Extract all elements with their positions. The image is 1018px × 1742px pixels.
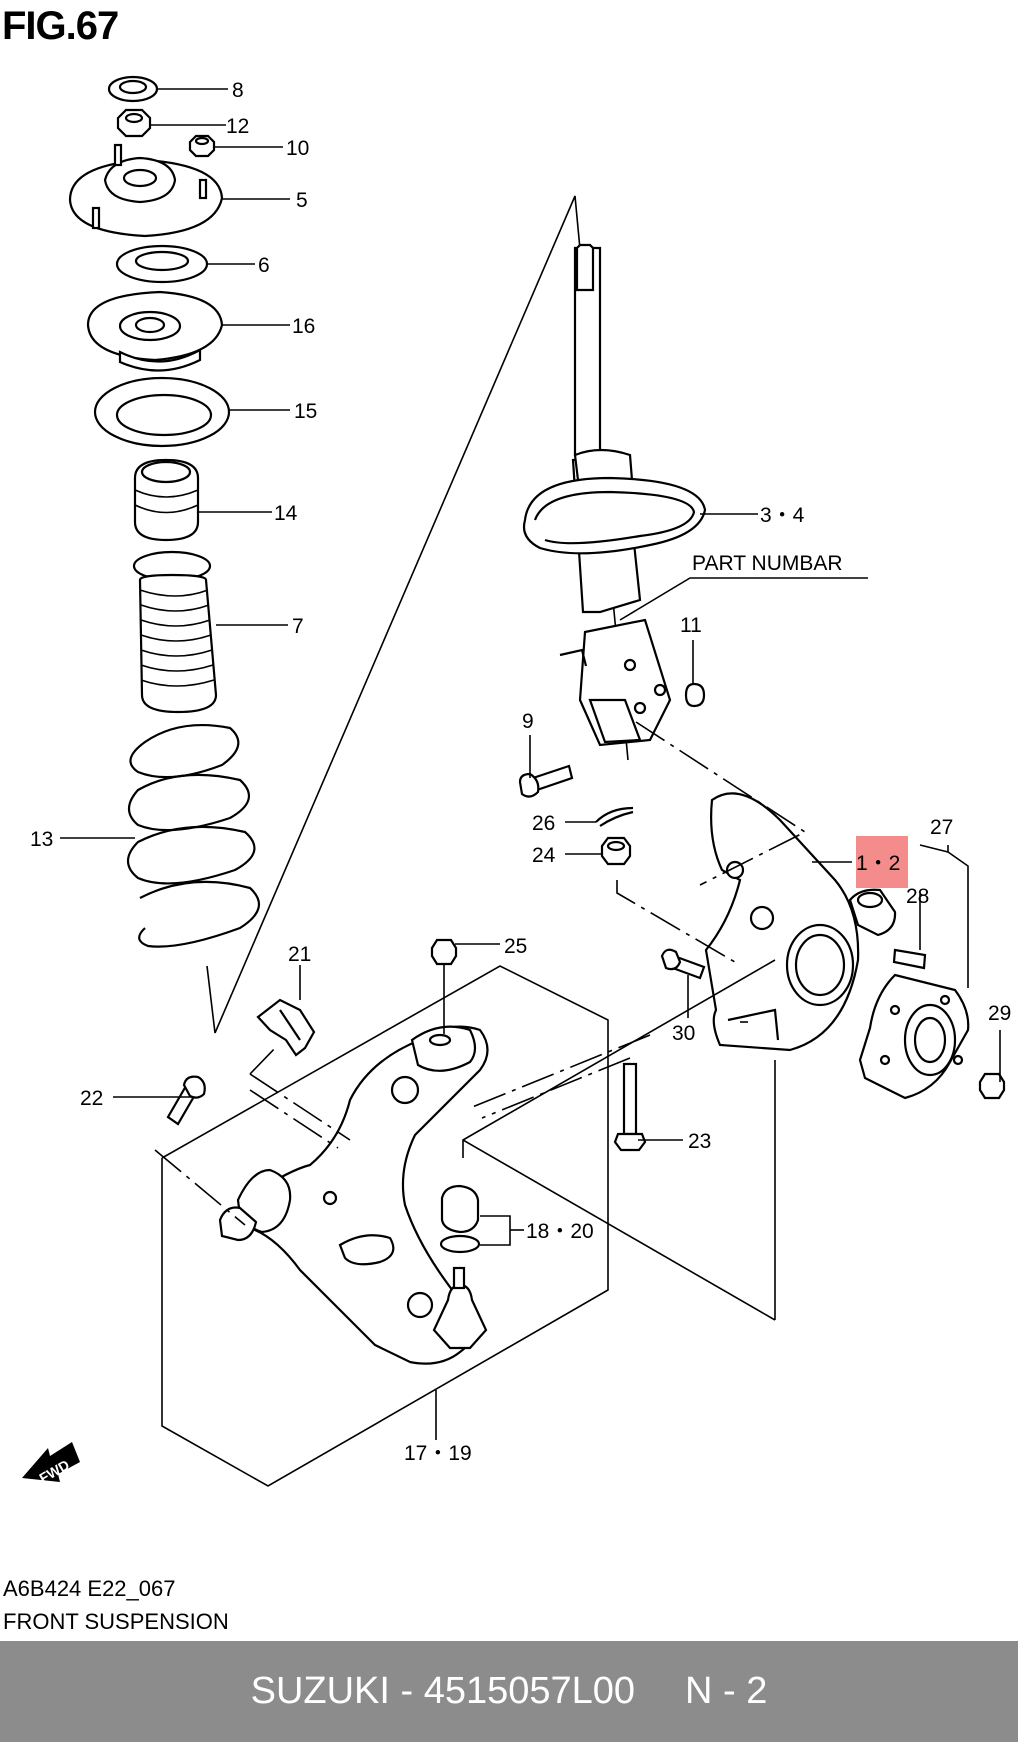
callout-7: 7 <box>292 615 304 638</box>
part-7-dust-boot[interactable] <box>132 550 218 714</box>
callout-27: 27 <box>930 816 953 839</box>
callout-10: 10 <box>286 137 309 160</box>
part-8-washer[interactable] <box>107 75 159 103</box>
part-28-hub-bolt[interactable] <box>892 948 927 970</box>
callout-13: 13 <box>30 828 53 851</box>
part-10-nut[interactable] <box>188 134 216 158</box>
part-30-bolt[interactable] <box>660 948 706 980</box>
callout-11: 11 <box>680 614 702 637</box>
part-21-bracket[interactable] <box>256 998 316 1057</box>
callout-14: 14 <box>274 502 298 525</box>
part-13-coil-spring[interactable] <box>126 723 261 948</box>
callout-23: 23 <box>688 1130 711 1153</box>
callout-12: 12 <box>226 115 249 138</box>
part-5-strut-mount[interactable] <box>68 143 224 238</box>
part-15-insulator[interactable] <box>93 376 231 448</box>
callout-18-20: 18・20 <box>526 1220 594 1243</box>
callout-30: 30 <box>672 1022 695 1045</box>
callout-5: 5 <box>296 189 308 212</box>
part-9-bolt[interactable] <box>518 764 574 798</box>
callout-8: 8 <box>232 79 244 102</box>
figure-title: FIG.67 <box>2 4 119 48</box>
footer-code: N - 2 <box>685 1670 768 1712</box>
part-27-hub[interactable] <box>858 973 970 1100</box>
part-29-nut[interactable] <box>978 1072 1006 1100</box>
diagram-canvas: 8 12 10 5 6 16 15 14 7 13 3・4 PART NUMBA… <box>22 75 1011 1487</box>
part-18-20-bushing[interactable] <box>432 1184 488 1350</box>
part-14-bump-stopper[interactable] <box>133 458 200 542</box>
part-26-clip[interactable] <box>595 806 634 827</box>
part-24-nut[interactable] <box>600 836 632 866</box>
fwd-arrow-icon: FWD <box>22 1442 80 1486</box>
callout-28: 28 <box>906 885 929 908</box>
part-17-19-lower-arm[interactable] <box>218 1025 489 1365</box>
callout-9: 9 <box>522 710 534 733</box>
callout-15: 15 <box>294 400 317 423</box>
part-6-ring[interactable] <box>115 244 209 284</box>
figure-name: FRONT SUSPENSION <box>3 1609 229 1634</box>
part-16-spring-seat[interactable] <box>86 290 224 372</box>
callout-26: 26 <box>532 812 555 835</box>
callout-29: 29 <box>988 1002 1011 1025</box>
callout-1-2[interactable]: 1・2 <box>856 852 900 875</box>
part-22-bolt[interactable] <box>166 1075 206 1126</box>
callout-25: 25 <box>504 935 527 958</box>
part-12-nut[interactable] <box>116 108 152 138</box>
part-3-4-strut[interactable] <box>522 243 707 747</box>
part-25-nut[interactable] <box>430 938 458 966</box>
part-1-2-knuckle[interactable] <box>704 792 897 1052</box>
part-11-nut[interactable] <box>684 682 706 708</box>
highlight-box <box>856 836 908 888</box>
callout-17-19: 17・19 <box>404 1442 472 1465</box>
part-numbar-label: PART NUMBAR <box>692 552 843 575</box>
callout-3-4: 3・4 <box>760 504 805 527</box>
callout-24: 24 <box>532 844 556 867</box>
callout-21: 21 <box>288 943 311 966</box>
figure-code: A6B424 E22_067 <box>3 1576 176 1601</box>
part-23-bolt[interactable] <box>613 1062 647 1152</box>
callout-6: 6 <box>258 254 270 277</box>
footer-part-number: SUZUKI - 4515057L00 <box>250 1670 636 1712</box>
footer-bar: SUZUKI - 4515057L00 N - 2 <box>0 1641 1018 1742</box>
callout-16: 16 <box>292 315 315 338</box>
callout-22: 22 <box>80 1087 103 1110</box>
